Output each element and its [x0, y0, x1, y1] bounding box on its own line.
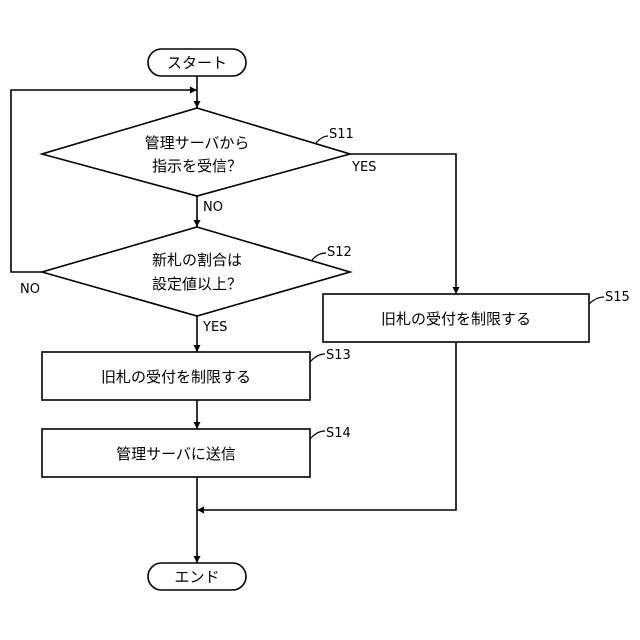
- connector-s11-yes-to-s15: [350, 154, 456, 294]
- step-label-s15: S15: [605, 290, 630, 305]
- step-s15-leader: [589, 297, 604, 304]
- start-terminal: スタート: [148, 49, 246, 76]
- decision-s12: 新札の割合は 設定値以上？ S12 YES NO: [20, 227, 352, 335]
- step-s11-leader: [316, 136, 328, 143]
- process-s14-label: 管理サーバに送信: [116, 445, 236, 463]
- step-s12-leader: [312, 253, 326, 260]
- step-s14-leader: [310, 431, 325, 439]
- process-s14: 管理サーバに送信 S14: [42, 426, 351, 477]
- step-label-s13: S13: [326, 348, 351, 363]
- end-terminal: エンド: [148, 563, 246, 590]
- s12-yes-label: YES: [202, 320, 227, 335]
- decision-s12-line1: 新札の割合は: [152, 251, 242, 269]
- decision-s12-line2: 設定値以上？: [152, 275, 242, 293]
- decision-s11-line2: 指示を受信？: [152, 157, 242, 175]
- process-s13-label: 旧札の受付を制限する: [101, 368, 251, 386]
- decision-s12-shape: [42, 227, 350, 316]
- step-label-s12: S12: [327, 245, 352, 260]
- step-s13-leader: [310, 354, 325, 362]
- step-label-s11: S11: [329, 127, 354, 142]
- start-label: スタート: [167, 54, 227, 72]
- process-s15: 旧札の受付を制限する S15: [323, 290, 630, 342]
- end-label: エンド: [174, 568, 219, 586]
- decision-s11-shape: [42, 108, 350, 196]
- decision-s11-line1: 管理サーバから: [145, 134, 250, 152]
- s11-yes-label: YES: [351, 160, 376, 175]
- process-s15-label: 旧札の受付を制限する: [381, 310, 531, 328]
- decision-s11: 管理サーバから 指示を受信？ S11 YES NO: [42, 108, 376, 215]
- process-s13: 旧札の受付を制限する S13: [42, 348, 351, 400]
- s11-no-label: NO: [203, 200, 223, 215]
- step-label-s14: S14: [326, 426, 351, 441]
- s12-no-label: NO: [20, 282, 40, 297]
